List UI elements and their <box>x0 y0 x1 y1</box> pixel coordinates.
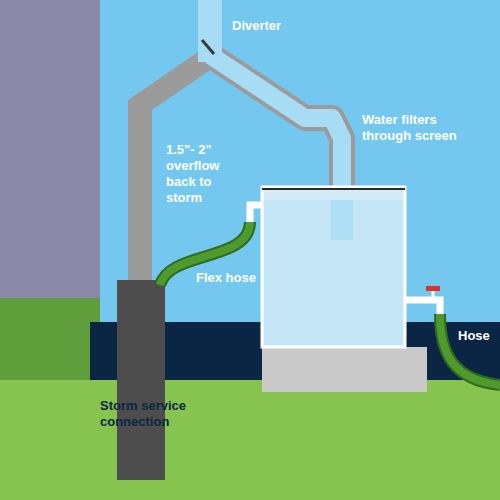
overflow-pipe <box>250 205 263 222</box>
house-wall <box>0 0 100 300</box>
barrel-base <box>262 347 427 392</box>
screen <box>262 188 405 190</box>
storm-connection <box>117 280 165 480</box>
rain-barrel <box>262 187 405 347</box>
barrel-water <box>264 200 403 345</box>
part-label: Storm service connection <box>100 398 210 430</box>
callout-note: Water filters through screen <box>362 112 474 144</box>
faucet-pipe <box>404 300 440 314</box>
lawn <box>0 298 100 388</box>
garden-hose-inner <box>440 314 500 385</box>
faucet-stem <box>432 290 435 297</box>
ground <box>0 380 500 500</box>
callout-note: 1.5"- 2" overflow back to storm <box>166 142 250 206</box>
diverter-flap <box>202 40 214 54</box>
water-flow <box>210 55 342 208</box>
upper-pipe <box>198 0 222 62</box>
part-label: Flex hose <box>196 270 266 286</box>
garden-hose <box>440 314 500 385</box>
faucet-handle <box>426 286 440 291</box>
falling-water <box>331 200 353 240</box>
part-label: Hose <box>458 328 496 344</box>
part-label: Diverter <box>232 18 322 34</box>
diverter-branch <box>210 55 342 208</box>
